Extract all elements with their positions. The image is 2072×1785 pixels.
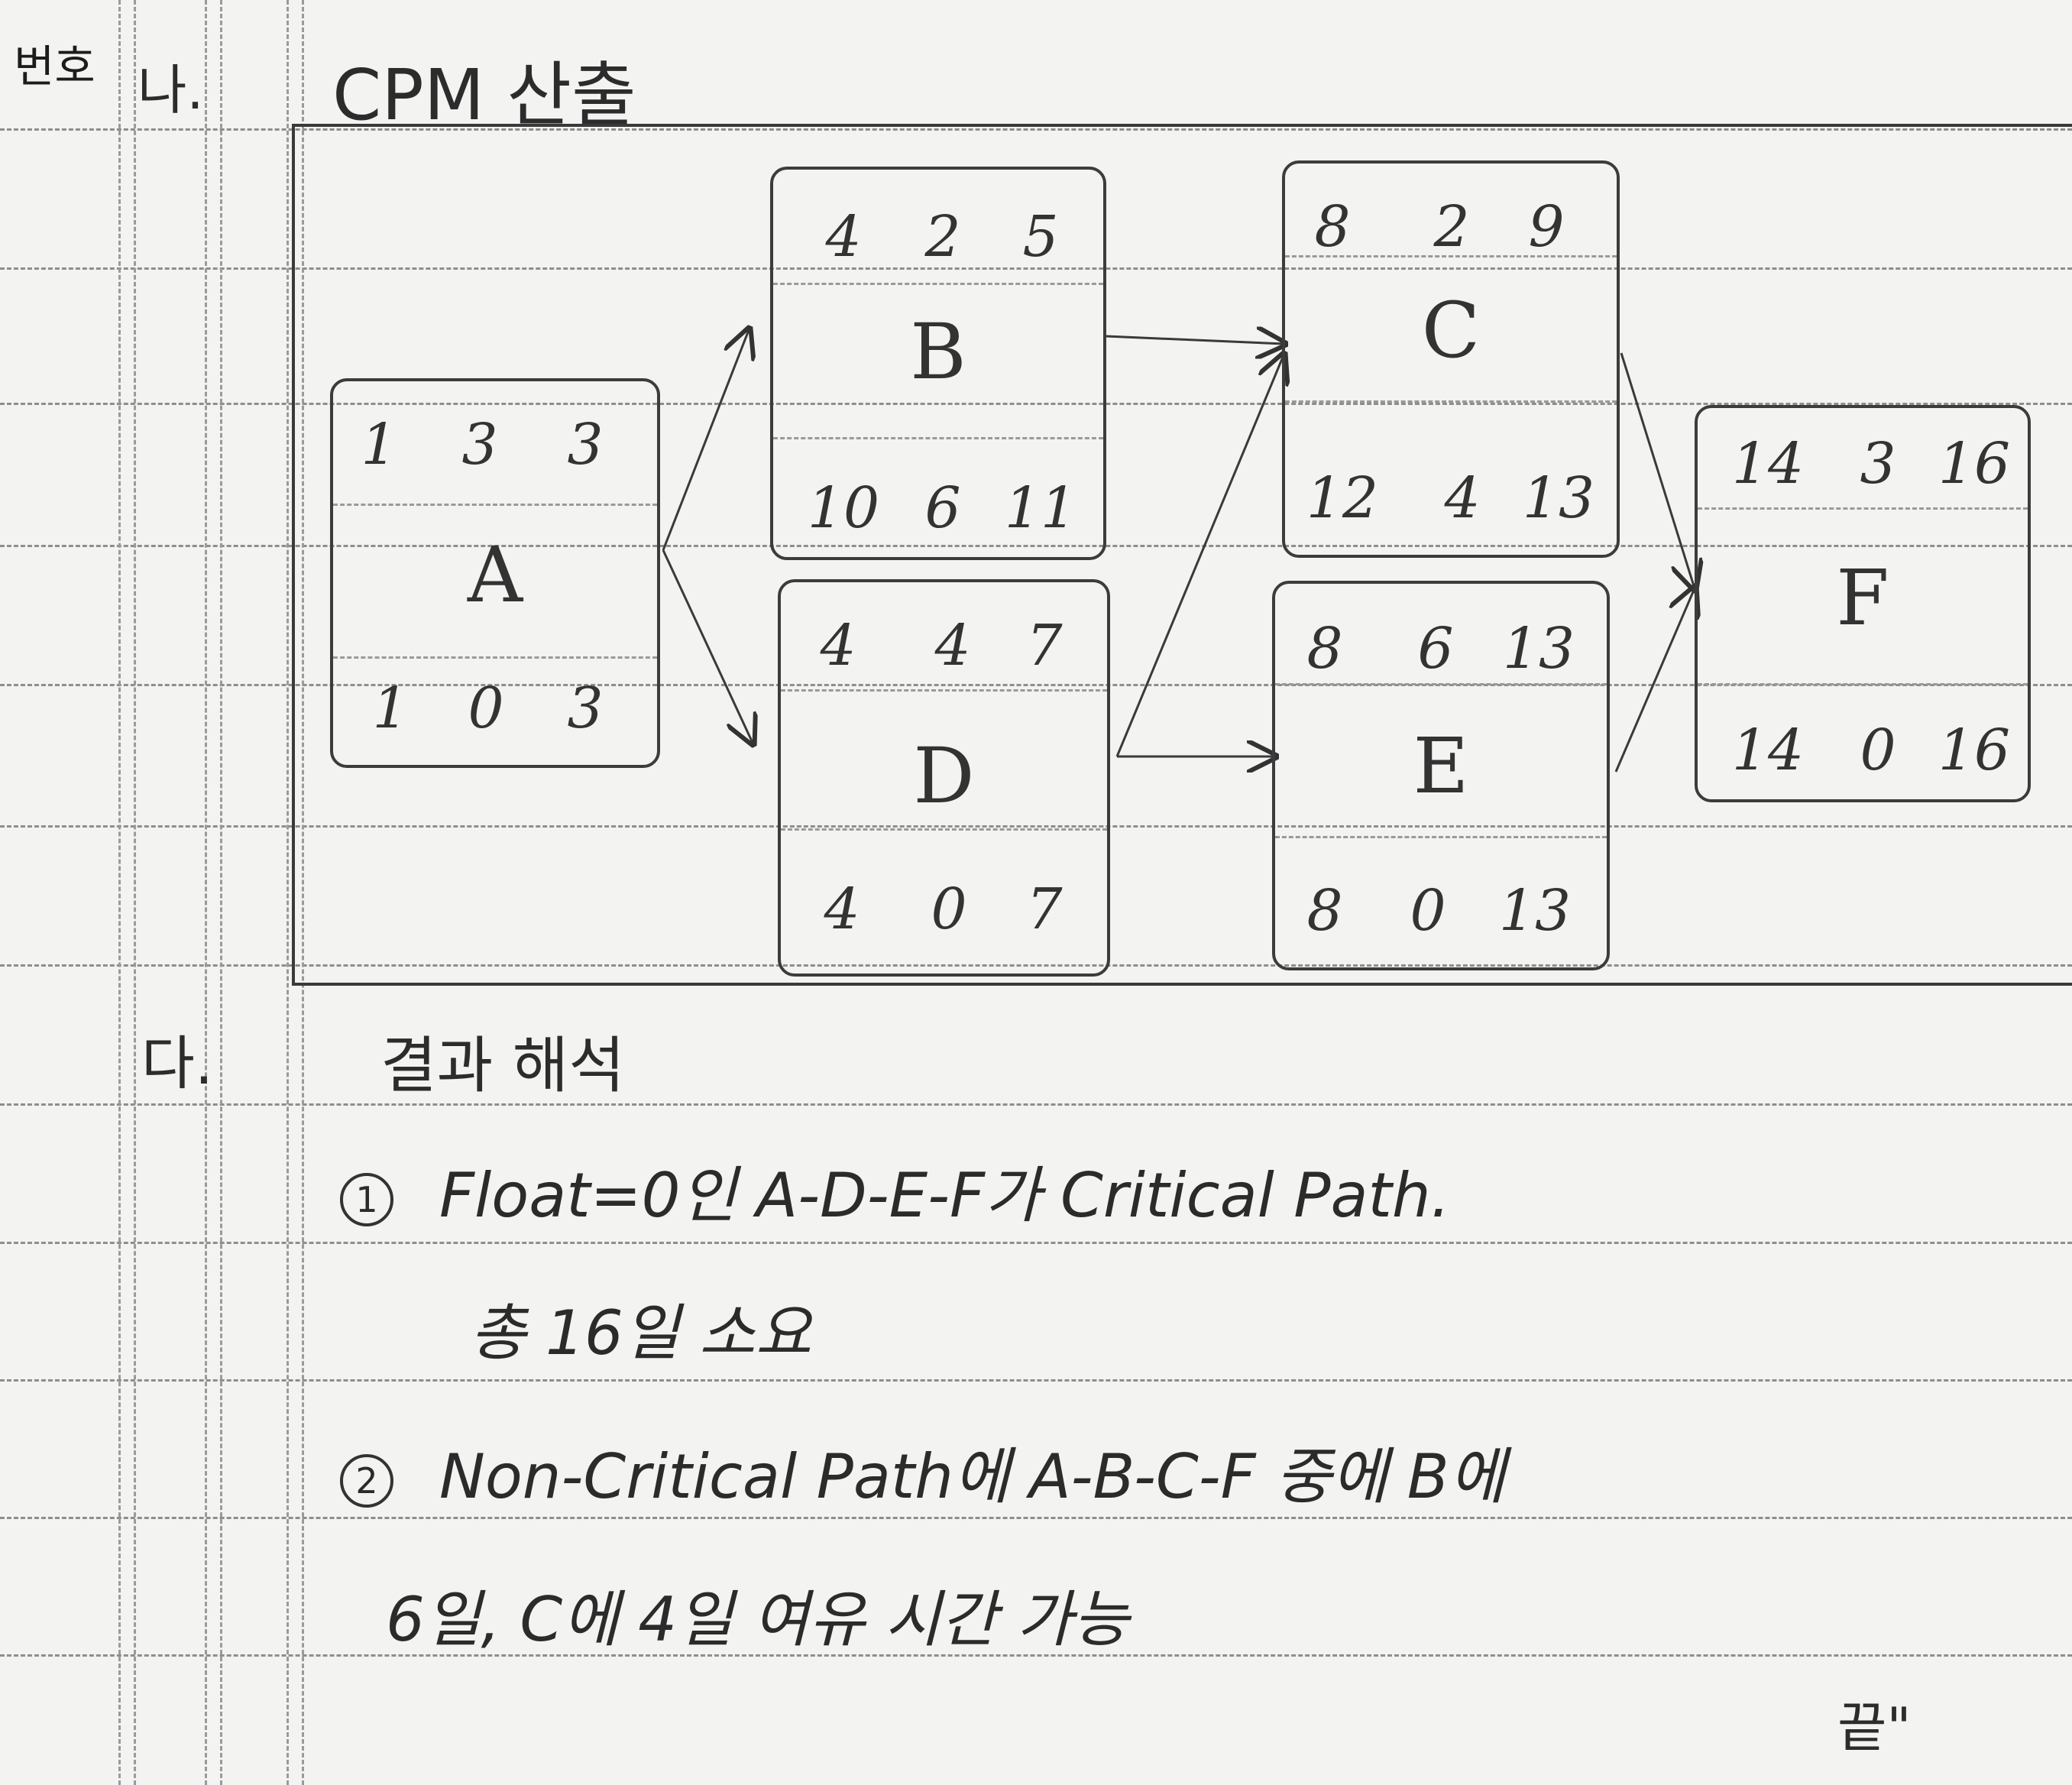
- node-c-label: C: [1421, 286, 1481, 375]
- node-d-bottom-2: 0: [931, 876, 967, 942]
- item-number-2: 2: [340, 1454, 393, 1508]
- grid-line: [0, 825, 2072, 828]
- section-heading: 결과 해석: [380, 1030, 625, 1101]
- node-a-top-1: 1: [361, 412, 397, 478]
- node-d-top-2: 4: [934, 613, 971, 679]
- edge-a-b: [662, 330, 749, 551]
- node-c-top-1: 8: [1314, 194, 1351, 260]
- edge-c-f: [1620, 352, 1695, 588]
- node-e-bottom-3: 13: [1498, 878, 1572, 944]
- grid-line: [0, 267, 2072, 270]
- node-d: 4 4 7 D 4 0 7: [778, 579, 1110, 977]
- grid-line: [0, 1517, 2072, 1519]
- node-a: 1 3 3 A 1 0 3: [330, 378, 660, 768]
- item-number-1: 1: [340, 1173, 393, 1227]
- node-b-bottom-1: 10: [807, 475, 880, 541]
- node-d-label: D: [913, 731, 975, 821]
- grid-line: [0, 545, 2072, 547]
- node-e-label: E: [1413, 721, 1469, 811]
- grid-line: [0, 1654, 2072, 1657]
- node-c-bottom-1: 12: [1306, 465, 1379, 531]
- margin-line: [118, 0, 121, 1785]
- margin-line: [287, 0, 289, 1785]
- node-b-top-2: 2: [924, 204, 961, 270]
- node-b-top-1: 4: [825, 204, 862, 270]
- node-f-label: F: [1836, 553, 1889, 643]
- node-c-top-2: 2: [1433, 194, 1470, 260]
- result-item-2-text: Non-Critical Path에 A-B-C-F 중에 B에: [439, 1441, 1506, 1512]
- node-f-bottom-2: 0: [1860, 718, 1896, 783]
- node-f-top-2: 3: [1860, 431, 1896, 497]
- margin-line: [302, 0, 304, 1785]
- grid-line: [0, 1242, 2072, 1244]
- node-c-bottom-3: 13: [1522, 465, 1595, 531]
- edge-e-f: [1614, 588, 1695, 773]
- grid-line: [0, 1379, 2072, 1382]
- node-e-bottom-1: 8: [1306, 878, 1343, 944]
- edge-b-c: [1106, 336, 1284, 344]
- node-b-label: B: [910, 307, 966, 397]
- section-marker: 다.: [141, 1029, 214, 1097]
- node-d-top-1: 4: [820, 613, 856, 679]
- node-a-bottom-3: 3: [567, 675, 604, 741]
- grid-line: [0, 684, 2072, 686]
- node-d-bottom-1: 4: [824, 876, 860, 942]
- node-f-top-1: 14: [1731, 431, 1805, 497]
- node-b-top-3: 5: [1022, 204, 1059, 270]
- node-f: 14 3 16 F 14 0 16: [1695, 405, 2031, 802]
- node-a-bottom-1: 1: [372, 675, 409, 741]
- diagram-frame: [292, 124, 2072, 986]
- node-f-top-3: 16: [1938, 431, 2011, 497]
- item-marker: 나.: [138, 59, 204, 121]
- result-item-2-cont: 6일, C에 4일 여유 시간 가능: [386, 1584, 1129, 1655]
- result-item-2: 2 Non-Critical Path에 A-B-C-F 중에 B에: [340, 1427, 1505, 1516]
- grid-line: [0, 128, 2072, 131]
- margin-line: [220, 0, 222, 1785]
- node-e-top-2: 6: [1417, 616, 1454, 682]
- node-c: 8 2 9 C 12 4 13: [1282, 160, 1620, 558]
- node-b-bottom-3: 11: [1004, 475, 1077, 541]
- node-a-bottom-2: 0: [468, 675, 504, 741]
- node-b-bottom-2: 6: [924, 475, 961, 541]
- node-c-top-3: 9: [1528, 194, 1565, 260]
- node-f-bottom-1: 14: [1731, 718, 1805, 783]
- edge-a-d: [662, 549, 753, 743]
- number-label: 번호: [14, 42, 96, 92]
- result-item-1-cont: 총 16일 소요: [470, 1297, 812, 1369]
- node-a-top-2: 3: [461, 412, 498, 478]
- result-item-1-text: Float=0인 A-D-E-F가 Critical Path.: [439, 1160, 1451, 1231]
- grid-line: [0, 964, 2072, 967]
- closing-mark: 끝": [1837, 1696, 1912, 1759]
- node-a-label: A: [467, 530, 523, 620]
- grid-line: [0, 1103, 2072, 1106]
- node-c-bottom-2: 4: [1444, 465, 1481, 531]
- node-e-bottom-2: 0: [1410, 878, 1446, 944]
- node-f-bottom-3: 16: [1938, 718, 2011, 783]
- node-e-top-3: 13: [1502, 616, 1575, 682]
- node-e: 8 6 13 E 8 0 13: [1272, 581, 1610, 970]
- node-e-top-1: 8: [1306, 616, 1343, 682]
- node-d-bottom-3: 7: [1026, 876, 1063, 942]
- node-a-top-3: 3: [567, 412, 604, 478]
- node-d-top-3: 7: [1026, 613, 1063, 679]
- result-item-1: 1 Float=0인 A-D-E-F가 Critical Path.: [340, 1146, 1450, 1235]
- margin-line: [134, 0, 136, 1785]
- grid-line: [0, 403, 2072, 405]
- node-b: 4 2 5 B 10 6 11: [770, 167, 1106, 560]
- margin-line: [205, 0, 207, 1785]
- page-title: CPM 산출: [332, 54, 636, 136]
- edge-d-c: [1115, 355, 1284, 757]
